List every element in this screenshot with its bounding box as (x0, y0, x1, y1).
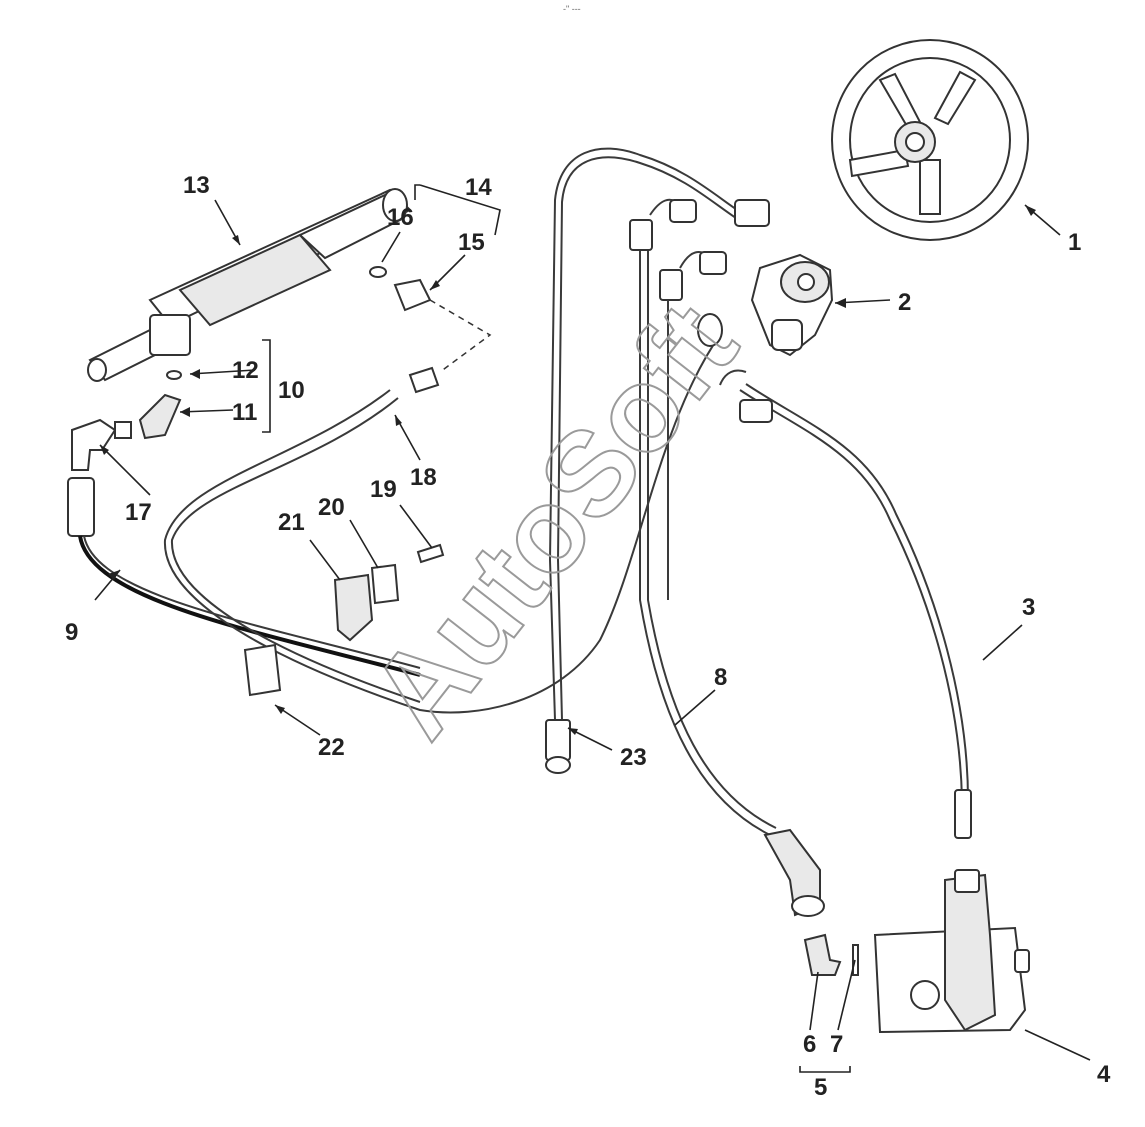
callout-15: 15 (458, 229, 485, 256)
power-steering-pump-icon (873, 869, 1030, 1034)
callout-1: 1 (1068, 229, 1081, 256)
hose-9 (78, 535, 421, 677)
callout-7: 7 (830, 1031, 843, 1058)
hose-8 (639, 240, 771, 836)
o-ring-12-icon (166, 370, 182, 380)
callout-20: 20 (318, 494, 345, 521)
callout-10: 10 (278, 377, 305, 404)
o-ring-7-icon (852, 944, 859, 976)
callout-6: 6 (803, 1031, 816, 1058)
steering-wheel-icon (831, 39, 1029, 241)
callout-19: 19 (370, 476, 397, 503)
adapter-17-icon (114, 421, 132, 439)
callout-4: 4 (1097, 1061, 1111, 1088)
callout-9: 9 (65, 619, 78, 646)
assembly-dashed-line (429, 299, 492, 373)
hose-18-helm-fitting (697, 313, 723, 347)
callout-2: 2 (898, 289, 911, 316)
line-23-helm-fitting (734, 199, 770, 227)
clamp-22-icon (243, 643, 282, 697)
clip-20-icon (370, 563, 400, 605)
callout-21: 21 (278, 509, 305, 536)
callout-5: 5 (814, 1074, 827, 1101)
hose-3-end-fitting (954, 789, 972, 839)
fitting-15-icon (393, 278, 432, 312)
callout-14: 14 (465, 174, 492, 201)
callout-22: 22 (318, 734, 345, 761)
fitting-11-icon (138, 393, 182, 440)
callout-16: 16 (387, 204, 414, 231)
hose-18-fitting (408, 366, 440, 394)
callout-17: 17 (125, 499, 152, 526)
callout-3: 3 (1022, 594, 1035, 621)
helm-pump-icon (750, 253, 834, 357)
o-ring-16-icon (369, 266, 387, 278)
header-mark: -" --- (563, 4, 581, 14)
elbow-fitting-17-icon (71, 418, 117, 471)
screw-19-icon (416, 543, 445, 564)
callout-23: 23 (620, 744, 647, 771)
line-23 (548, 147, 746, 721)
hose-9-end-fitting (67, 477, 95, 537)
steering-cylinder-icon (87, 188, 412, 382)
callout-8: 8 (714, 664, 727, 691)
hose-3 (739, 389, 963, 801)
hose-18 (163, 334, 721, 714)
callout-12: 12 (232, 357, 259, 384)
callout-11: 11 (232, 399, 257, 426)
callout-13: 13 (183, 172, 210, 199)
callout-18: 18 (410, 464, 437, 491)
line-23-fitting (545, 719, 571, 761)
clamp-21-icon (333, 573, 374, 642)
elbow-6-icon (803, 933, 842, 976)
